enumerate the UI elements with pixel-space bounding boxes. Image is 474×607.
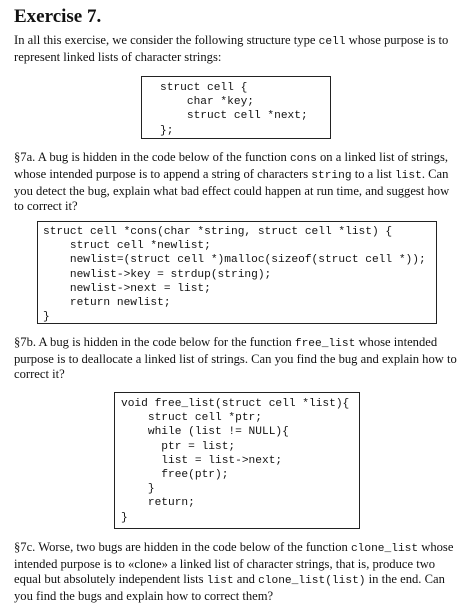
code-line: struct cell *next; <box>160 110 308 123</box>
q7b-text-2: whose intended purpose is to deallocate … <box>14 335 457 381</box>
code-line: ptr = list; <box>121 440 236 453</box>
q7c-text-3: and <box>233 572 259 586</box>
q7c-text-4: in the end. Can you find the bugs and ex… <box>14 572 445 603</box>
q7b-text-1: §7b. A bug is hidden in the code below f… <box>14 335 295 349</box>
q7b-code-free-list: free_list <box>294 338 356 350</box>
q7c-text-2: whose intended purpose is to «clone» a l… <box>14 540 454 586</box>
code-line: newlist=(struct cell *)malloc(sizeof(str… <box>43 254 426 267</box>
code-line: free(ptr); <box>121 468 229 481</box>
question-7c: §7c. Worse, two bugs are hidden in the c… <box>14 540 462 604</box>
free-list-code: void free_list(struct cell *list){ struc… <box>121 397 349 525</box>
intro-paragraph: In all this exercise, we consider the fo… <box>14 33 462 65</box>
code-line: } <box>43 311 50 324</box>
struct-code-box: struct cell { char *key; struct cell *ne… <box>141 76 331 139</box>
intro-code-cell: cell <box>318 36 346 48</box>
code-line: } <box>121 483 155 496</box>
code-line: list = list->next; <box>121 454 283 467</box>
code-line: struct cell *ptr; <box>121 412 262 425</box>
exercise-title: Exercise 7. <box>14 6 102 27</box>
q7a-text-3: to a list <box>351 167 395 181</box>
code-line: struct cell { <box>160 82 248 94</box>
q7a-text-2: on a linked list of strings, whose inten… <box>14 150 449 181</box>
q7c-code-list: list <box>206 575 234 587</box>
code-line: while (list != NULL){ <box>121 426 289 439</box>
question-7a: §7a. A bug is hidden in the code below o… <box>14 150 462 214</box>
cons-code: struct cell *cons(char *string, struct c… <box>43 225 426 324</box>
intro-text-1: In all this exercise, we consider the fo… <box>14 33 319 47</box>
struct-code: struct cell { char *key; struct cell *ne… <box>160 81 308 138</box>
code-line: struct cell *cons(char *string, struct c… <box>43 226 393 238</box>
code-line: struct cell *newlist; <box>43 240 211 253</box>
code-line: newlist->next = list; <box>43 282 211 295</box>
q7c-code-clone-list: clone_list <box>350 543 419 555</box>
code-line: } <box>121 511 128 524</box>
code-line: newlist->key = strdup(string); <box>43 268 272 281</box>
q7c-code-clone-call: clone_list(list) <box>258 575 366 587</box>
code-line: char *key; <box>160 96 254 109</box>
free-list-code-box: void free_list(struct cell *list){ struc… <box>114 392 360 529</box>
q7a-code-list: list <box>394 170 422 182</box>
intro-text-2: whose purpose is to represent linked lis… <box>14 33 449 64</box>
question-7b: §7b. A bug is hidden in the code below f… <box>14 335 462 382</box>
code-line: }; <box>160 124 174 137</box>
q7c-text-1: §7c. Worse, two bugs are hidden in the c… <box>14 540 351 554</box>
code-line: return; <box>121 497 195 510</box>
code-line: return newlist; <box>43 296 171 309</box>
q7a-text-1: §7a. A bug is hidden in the code below o… <box>14 150 290 164</box>
q7a-code-string: string <box>311 170 352 182</box>
q7a-code-cons: cons <box>289 153 317 165</box>
code-line: void free_list(struct cell *list){ <box>121 398 350 410</box>
q7a-text-4: . Can you detect the bug, explain what b… <box>14 167 450 213</box>
cons-code-box: struct cell *cons(char *string, struct c… <box>37 221 437 324</box>
